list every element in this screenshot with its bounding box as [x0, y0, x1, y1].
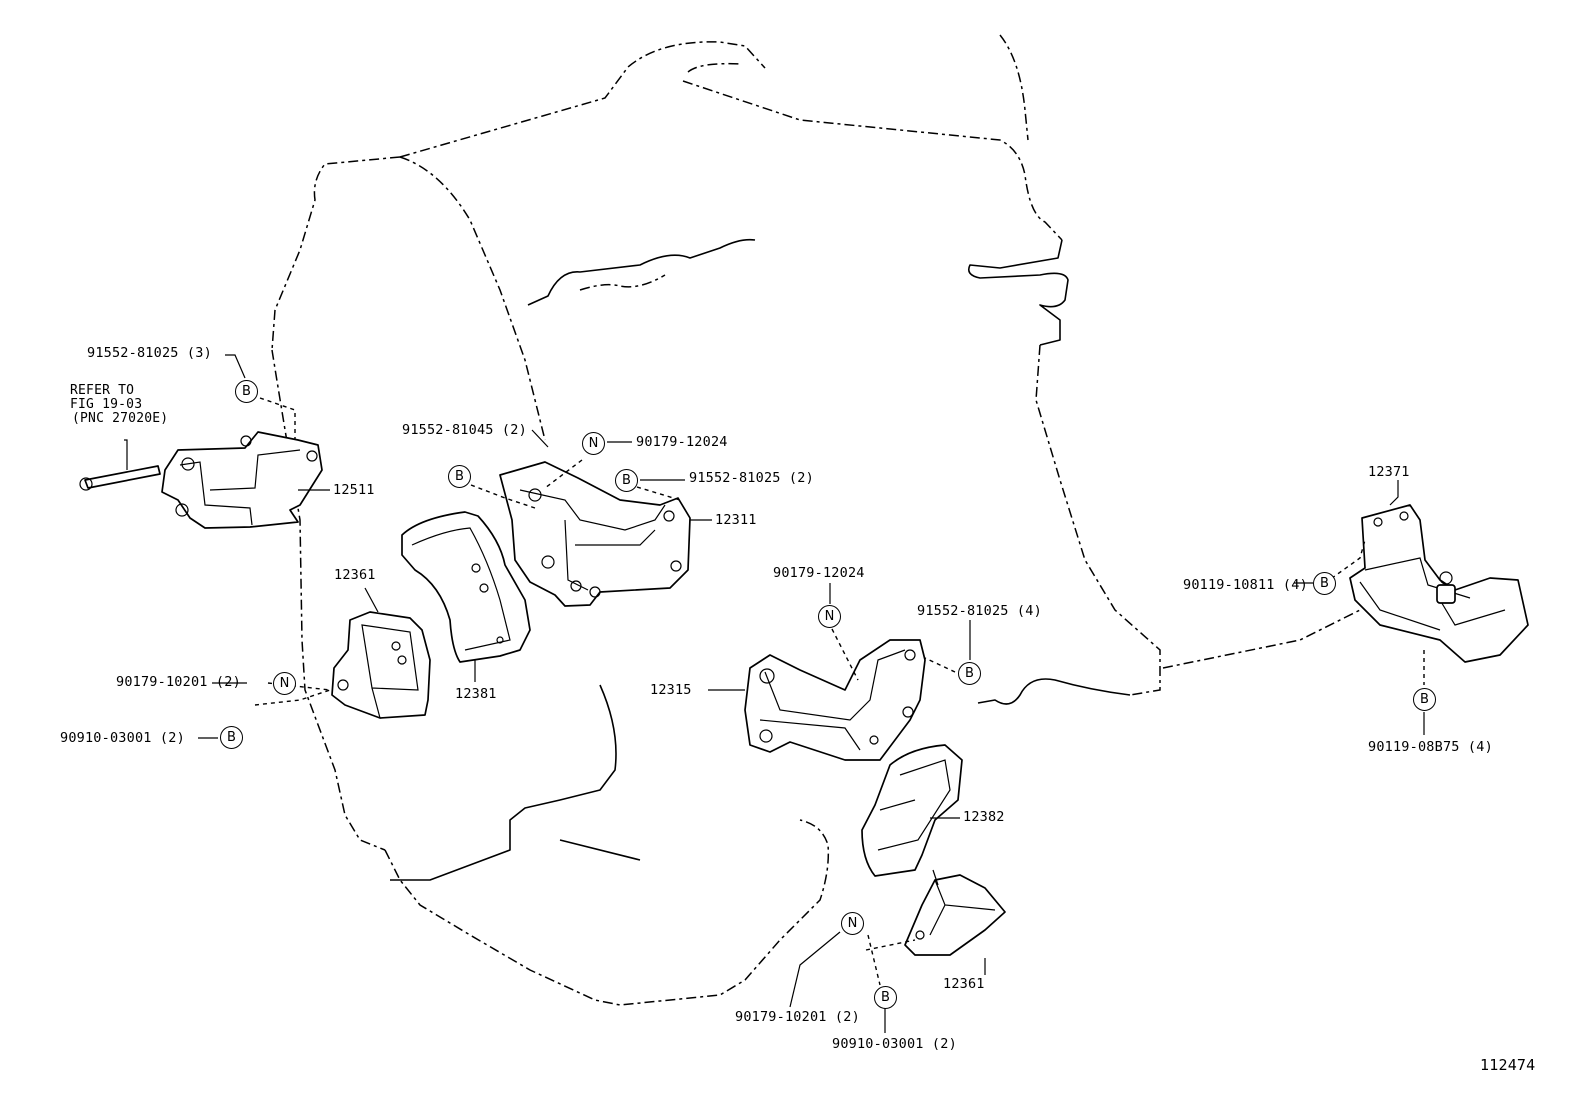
part-label-12382: 12382 — [963, 809, 1005, 825]
bolt-callout: B — [235, 380, 258, 403]
bolt-callout: B — [958, 662, 981, 685]
part-label-12371: 12371 — [1368, 464, 1410, 480]
part-label-12311: 12311 — [715, 512, 757, 528]
part-12361-mount-right — [904, 869, 1006, 956]
bolt-callout: B — [1313, 572, 1336, 595]
part-label-12511: 12511 — [333, 482, 375, 498]
diagram-id: 112474 — [1480, 1056, 1536, 1074]
fastener-label: 90179-10201 (2) — [116, 674, 241, 690]
part-12315-bracket — [744, 639, 926, 761]
bolt-callout: B — [874, 986, 897, 1009]
reference-note-line3: (PNC 27020E) — [72, 411, 169, 426]
part-12311-bracket — [499, 461, 691, 607]
fastener-label: 91552-81025 (4) — [917, 603, 1042, 619]
part-12361-mount-left — [331, 611, 431, 719]
fastener-label: 90910-03001 (2) — [832, 1036, 957, 1052]
fastener-label: 91552-81025 (2) — [689, 470, 814, 486]
nut-callout: N — [841, 912, 864, 935]
part-12381-insulator — [401, 511, 531, 663]
reference-note-line1: REFER TO — [70, 383, 135, 398]
fastener-label: 90119-10811 (4) — [1183, 577, 1308, 593]
engine-outline — [271, 34, 1161, 1006]
part-label-12381: 12381 — [455, 686, 497, 702]
leader-lines — [124, 354, 1425, 1033]
part-label-12315: 12315 — [650, 682, 692, 698]
part-12511-bracket — [79, 431, 323, 529]
part-label-12361-right: 12361 — [943, 976, 985, 992]
fastener-label: 91552-81025 (3) — [87, 345, 212, 361]
reference-note-line2: FIG 19-03 — [70, 397, 143, 412]
bolt-callout: B — [1413, 688, 1436, 711]
part-12371-mount — [1349, 504, 1529, 663]
bolt-callout: B — [448, 465, 471, 488]
nut-callout: N — [818, 605, 841, 628]
fastener-label: 90179-12024 — [636, 434, 728, 450]
fastener-label: 90119-08B75 (4) — [1368, 739, 1493, 755]
part-12382-insulator — [861, 744, 963, 877]
bolt-callout: B — [615, 469, 638, 492]
fastener-label: 90179-12024 — [773, 565, 865, 581]
nut-callout: N — [273, 672, 296, 695]
fastener-label: 90179-10201 (2) — [735, 1009, 860, 1025]
fastener-label: 90910-03001 (2) — [60, 730, 185, 746]
fastener-label: 91552-81045 (2) — [402, 422, 527, 438]
nut-callout: N — [582, 432, 605, 455]
part-label-12361-left: 12361 — [334, 567, 376, 583]
bolt-callout: B — [220, 726, 243, 749]
